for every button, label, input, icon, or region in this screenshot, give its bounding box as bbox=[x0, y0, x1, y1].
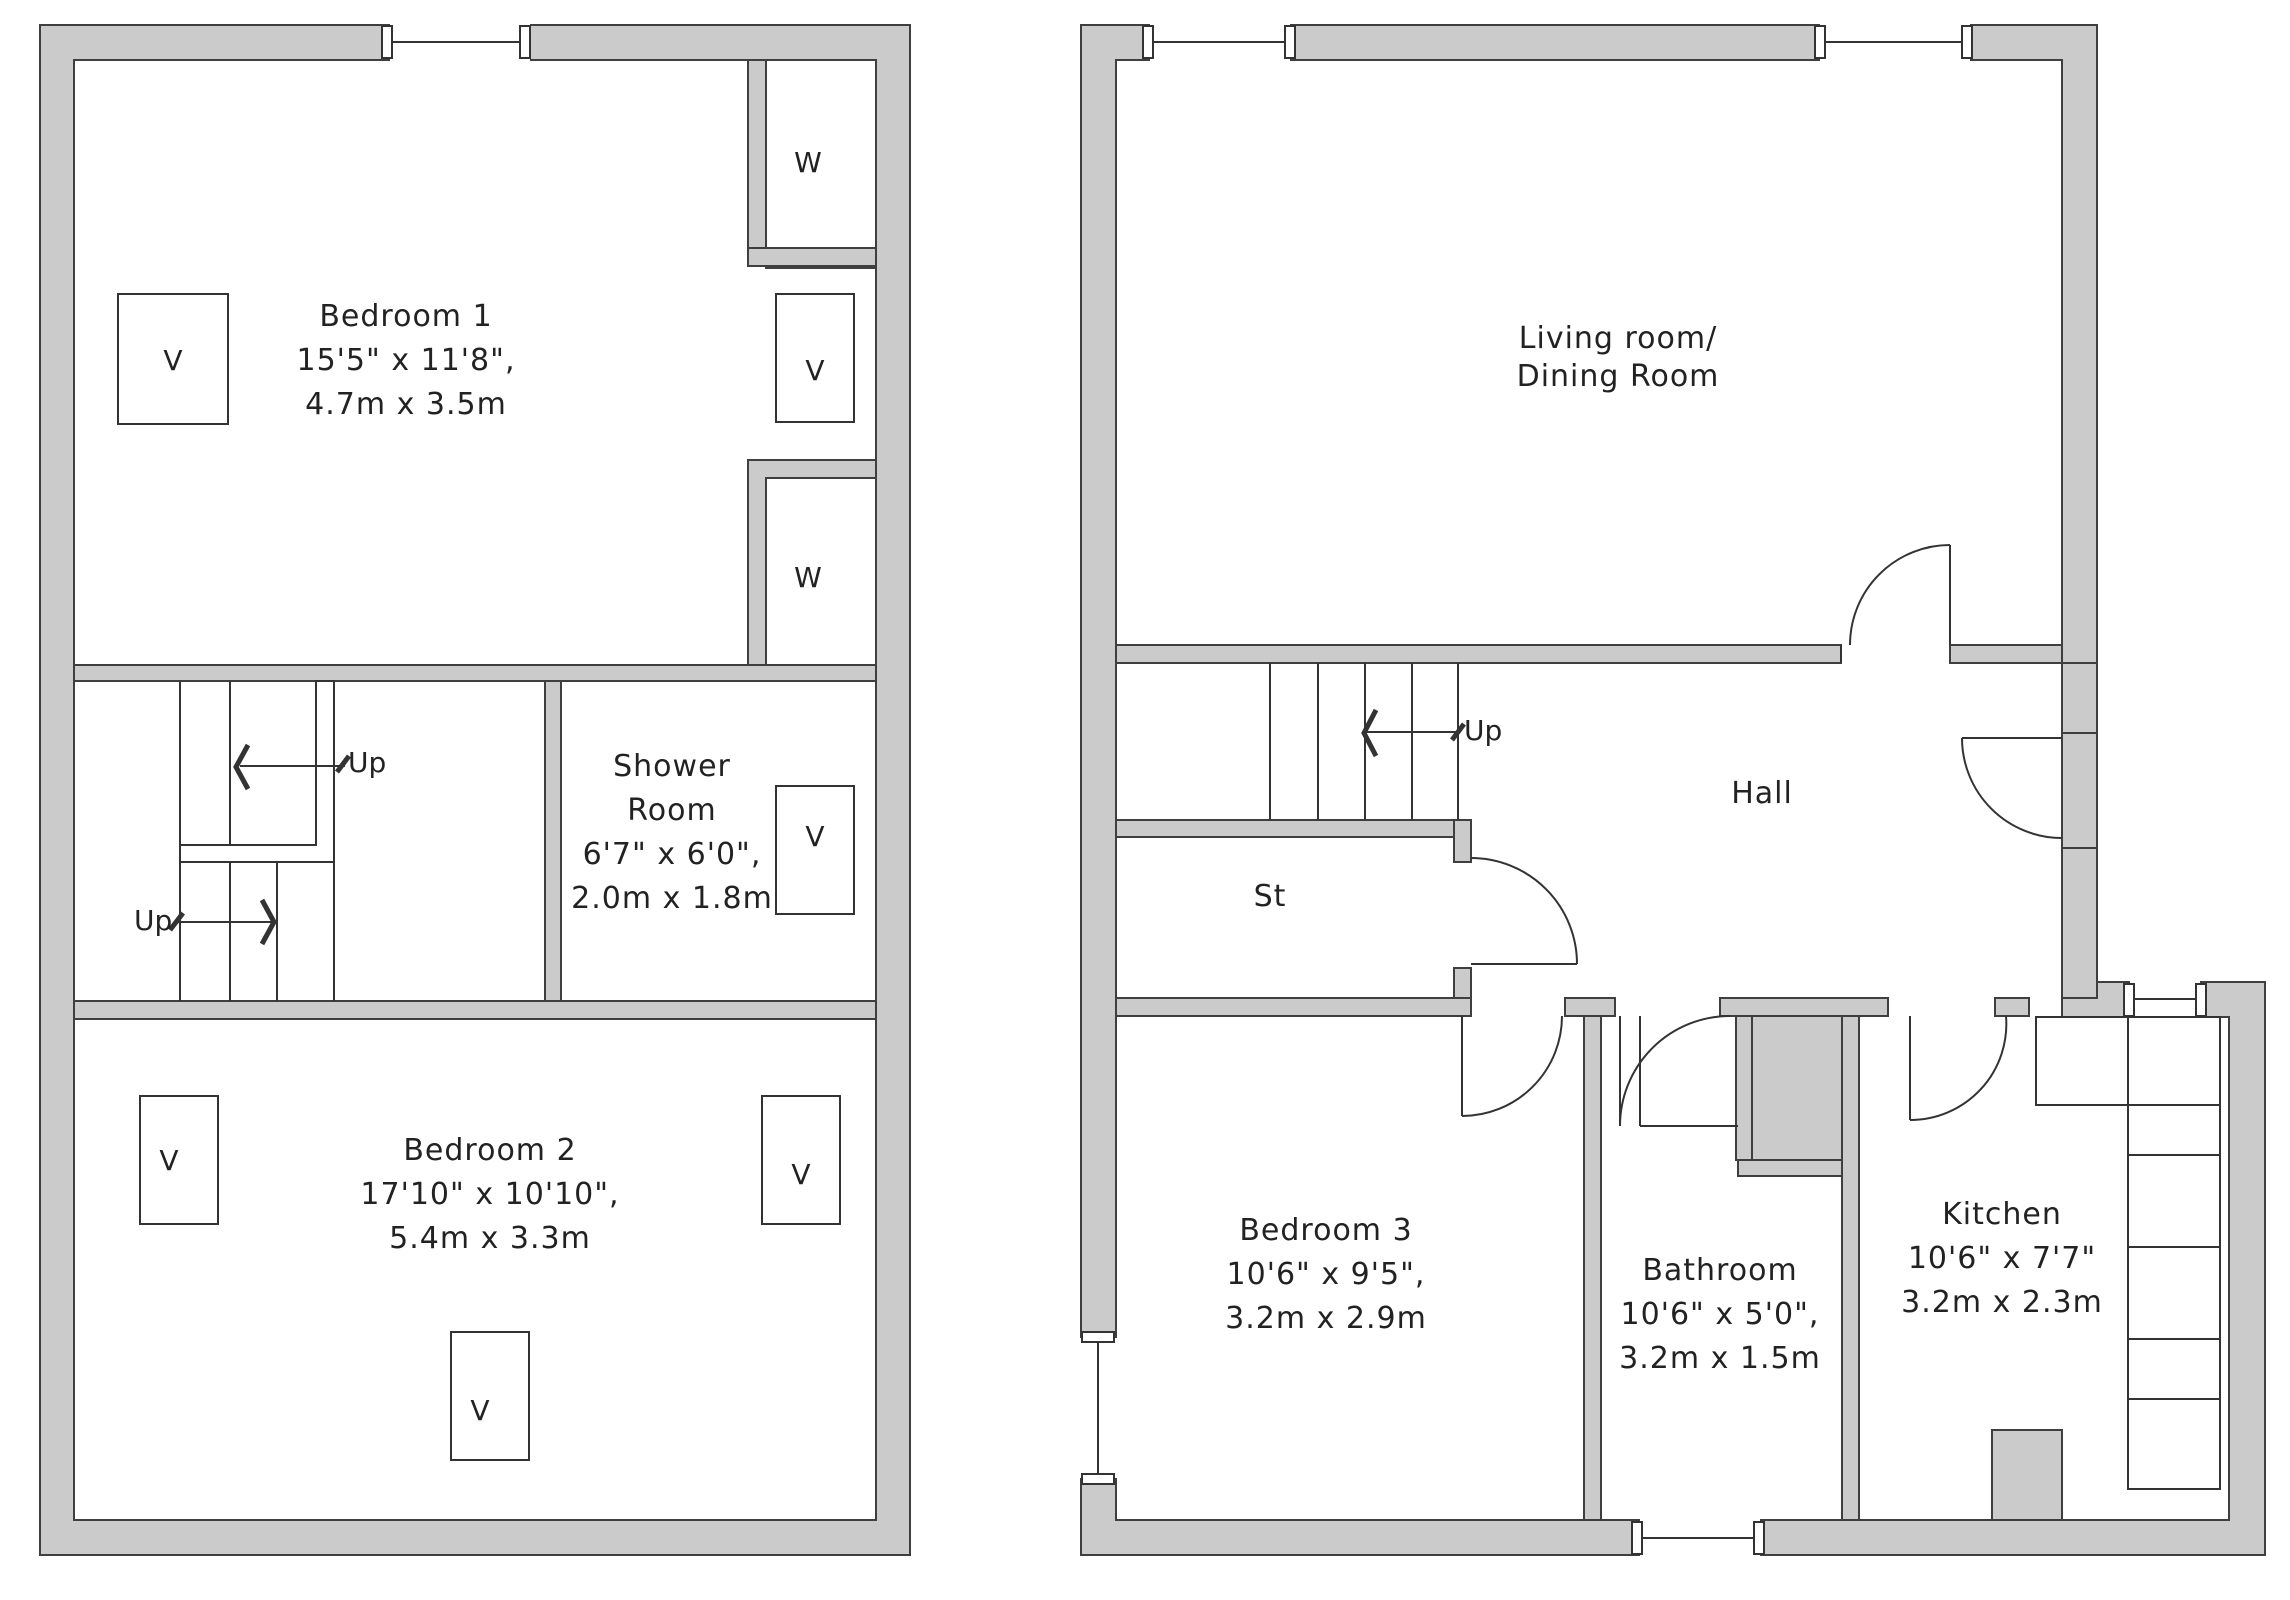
shower-room-name-2: Room bbox=[627, 793, 716, 828]
velux-label-5: V bbox=[791, 1158, 810, 1191]
bedroom3-name: Bedroom 3 bbox=[1239, 1213, 1412, 1248]
upper-stairs-up-label-1: Up bbox=[348, 746, 386, 779]
bedroom1-size-imperial: 15'5" x 11'8", bbox=[297, 343, 516, 378]
doors bbox=[1461, 544, 2063, 1127]
bathroom-size-metric: 3.2m x 1.5m bbox=[1619, 1341, 1821, 1376]
velux-shower bbox=[775, 785, 855, 915]
bedroom2-size-metric: 5.4m x 3.3m bbox=[389, 1221, 591, 1256]
wall-living-bottom-left bbox=[1115, 644, 1842, 664]
room-bedroom-2: Bedroom 2 17'10" x 10'10", 5.4m x 3.3m bbox=[360, 1133, 619, 1256]
wall-stairs-shower bbox=[544, 680, 562, 1002]
ground-floor-plan: Up Living room/ Dining Room Hall St Bedr… bbox=[1080, 24, 2266, 1556]
wall-bed1-bottom bbox=[73, 664, 877, 682]
wall-bath-cupboard-side bbox=[1735, 1015, 1753, 1161]
upper-window-frame-left bbox=[381, 25, 393, 59]
upper-stair-arrowhead-2 bbox=[259, 898, 277, 946]
wall-hall-right-top bbox=[2061, 662, 2098, 734]
wall-bed2-top bbox=[73, 1000, 877, 1020]
wardrobe-label-2: W bbox=[794, 561, 822, 594]
bedroom2-size-imperial: 17'10" x 10'10", bbox=[360, 1177, 619, 1212]
velux-label-2: V bbox=[805, 354, 824, 387]
wall-store-right-top bbox=[1453, 819, 1472, 863]
wall-bath-cupboard-bottom bbox=[1737, 1159, 1843, 1177]
room-bedroom-1: Bedroom 1 15'5" x 11'8", 4.7m x 3.5m bbox=[297, 299, 516, 422]
wardrobe-divider-top bbox=[747, 247, 877, 267]
upper-stairs: Up Up bbox=[134, 680, 386, 1001]
bedroom3-size-metric: 3.2m x 2.9m bbox=[1225, 1301, 1427, 1336]
wardrobe-label-1: W bbox=[794, 146, 822, 179]
room-bedroom-3: Bedroom 3 10'6" x 9'5", 3.2m x 2.9m bbox=[1225, 1213, 1427, 1336]
wall-store-top bbox=[1115, 819, 1472, 838]
wall-hall-bottom-2 bbox=[1719, 997, 1889, 1017]
living-room-name-1: Living room/ bbox=[1519, 321, 1717, 356]
velux-bed2-left bbox=[139, 1095, 219, 1225]
upper-stair-arrowhead-1 bbox=[233, 743, 251, 791]
wall-store-bottom bbox=[1115, 997, 1472, 1017]
kitchen-size-imperial: 10'6" x 7'7" bbox=[1908, 1241, 2096, 1276]
velux-label-1: V bbox=[163, 344, 182, 377]
room-shower-room: Shower Room 6'7" x 6'0", 2.0m x 1.8m bbox=[571, 749, 773, 916]
store-name: St bbox=[1254, 879, 1287, 914]
upper-floor-plan: Up Up W W V V V V V V Bedroom 1 15'5" x … bbox=[39, 24, 911, 1556]
wall-bath-kitchen bbox=[1841, 1015, 1860, 1521]
kitchen-size-metric: 3.2m x 2.3m bbox=[1901, 1285, 2103, 1320]
hall-name: Hall bbox=[1731, 776, 1793, 811]
ground-outer-wall bbox=[1080, 24, 2266, 1556]
bathroom-name: Bathroom bbox=[1642, 1253, 1797, 1288]
shower-room-size-imperial: 6'7" x 6'0", bbox=[583, 837, 762, 872]
velux-bed1-right bbox=[775, 293, 855, 423]
living-room-name-2: Dining Room bbox=[1517, 359, 1720, 394]
room-kitchen: Kitchen 10'6" x 7'7" 3.2m x 2.3m bbox=[1901, 1197, 2103, 1320]
room-living-room: Living room/ Dining Room bbox=[1517, 321, 1720, 394]
velux-label-6: V bbox=[470, 1394, 489, 1427]
kitchen-units bbox=[1991, 1016, 2221, 1521]
bedroom1-size-metric: 4.7m x 3.5m bbox=[305, 387, 507, 422]
wall-hall-right-bottom bbox=[2061, 847, 2098, 999]
velux-bed2-right bbox=[761, 1095, 841, 1225]
upper-window-frame-right bbox=[519, 25, 531, 59]
wall-living-bottom-right bbox=[1949, 644, 2063, 664]
bedroom3-size-imperial: 10'6" x 9'5", bbox=[1227, 1257, 1426, 1292]
shower-room-size-metric: 2.0m x 1.8m bbox=[571, 881, 773, 916]
ground-stairs: Up bbox=[1269, 663, 1502, 820]
upper-stairs-up-label-2: Up bbox=[134, 904, 172, 937]
kitchen-name: Kitchen bbox=[1942, 1197, 2062, 1232]
shower-room-name-1: Shower bbox=[613, 749, 731, 784]
ground-stair-arrowhead bbox=[1361, 708, 1379, 758]
bedroom2-name: Bedroom 2 bbox=[403, 1133, 576, 1168]
wall-hall-bottom-3 bbox=[1994, 997, 2030, 1017]
bathroom-size-imperial: 10'6" x 5'0", bbox=[1621, 1297, 1820, 1332]
wall-hall-bottom-1 bbox=[1564, 997, 1616, 1017]
velux-bed1-left bbox=[117, 293, 229, 425]
wall-bed3-bath bbox=[1583, 1015, 1602, 1521]
room-bathroom: Bathroom 10'6" x 5'0", 3.2m x 1.5m bbox=[1619, 1253, 1821, 1376]
bedroom1-name: Bedroom 1 bbox=[319, 299, 492, 334]
velux-bed2-bottom bbox=[450, 1331, 530, 1461]
velux-label-4: V bbox=[159, 1144, 178, 1177]
ground-stairs-up-label: Up bbox=[1464, 714, 1502, 747]
upper-outer-wall bbox=[39, 24, 911, 1556]
velux-label-3: V bbox=[805, 820, 824, 853]
kitchen-chimney bbox=[1991, 1429, 2063, 1521]
wall-store-right-bottom bbox=[1453, 967, 1472, 999]
